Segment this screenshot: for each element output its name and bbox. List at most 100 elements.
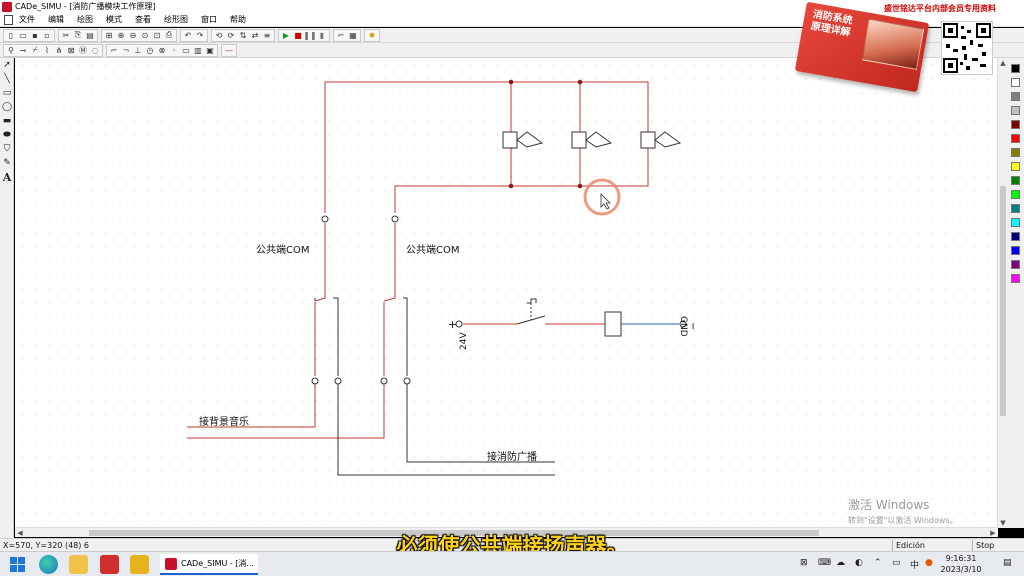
power-source-icon[interactable]: ⚲: [8, 45, 14, 55]
copy-icon[interactable]: ⎘: [74, 30, 82, 39]
color-swatch[interactable]: [1011, 78, 1020, 87]
pointer-icon[interactable]: ➚: [3, 60, 11, 70]
tray-volume-icon[interactable]: ◐: [855, 558, 863, 568]
fuse-icon[interactable]: ⊸: [19, 45, 27, 55]
pushbutton-icon[interactable]: ⊥: [134, 45, 142, 55]
motor-icon[interactable]: Ⓜ: [79, 45, 87, 55]
print-icon[interactable]: ⎙: [165, 30, 173, 39]
help-bulb-icon[interactable]: ✹: [368, 30, 376, 40]
color-swatch[interactable]: [1011, 134, 1020, 143]
box-icon[interactable]: ▣: [206, 45, 214, 55]
filled-ellipse-icon[interactable]: ⬬: [3, 130, 11, 140]
flip-icon[interactable]: ⇅: [239, 30, 247, 40]
contactor-icon[interactable]: ⋔: [55, 45, 63, 55]
zoom-page-icon[interactable]: ⊞: [105, 30, 113, 40]
horizontal-scroll-thumb[interactable]: [89, 530, 819, 536]
color-swatch[interactable]: [1011, 106, 1020, 115]
rotate-left-icon[interactable]: ⟲: [215, 30, 223, 40]
color-swatch[interactable]: [1011, 64, 1020, 73]
color-swatch[interactable]: [1011, 162, 1020, 171]
menu-graph[interactable]: 绘形图: [164, 15, 188, 24]
scroll-up-icon[interactable]: ▲: [1000, 59, 1006, 67]
save-icon[interactable]: ▪: [32, 30, 38, 40]
color-swatch[interactable]: [1011, 274, 1020, 283]
paste-icon[interactable]: ▤: [86, 30, 94, 40]
color-picker-icon[interactable]: ✎: [3, 158, 11, 168]
play-icon[interactable]: ▶: [282, 30, 290, 40]
line-icon[interactable]: ╲: [4, 74, 10, 84]
rectangle-icon[interactable]: ▭: [2, 88, 12, 98]
pause-icon[interactable]: ❚❚: [303, 30, 317, 40]
tray-input-icon[interactable]: ⌨: [818, 558, 831, 568]
contact-nc-icon[interactable]: ¬: [122, 45, 130, 55]
contact-no-icon[interactable]: ⌐: [110, 45, 118, 55]
start-icon[interactable]: [8, 555, 27, 574]
save-as-icon[interactable]: ▫: [44, 30, 50, 40]
zoom-window-icon[interactable]: ⊡: [153, 30, 161, 40]
drawing-canvas[interactable]: 公共端COM 公共端COM 接背景音乐 接消防广播 + 24V GND −: [15, 58, 998, 528]
menu-window[interactable]: 窗口: [201, 15, 217, 24]
menu-mode[interactable]: 模式: [106, 15, 122, 24]
menu-file[interactable]: 文件: [19, 15, 35, 24]
open-folder-icon[interactable]: ▭: [19, 30, 27, 40]
frame-icon[interactable]: ⌐: [337, 30, 345, 40]
lamp-icon[interactable]: ⊗: [158, 45, 166, 55]
horizontal-scrollbar[interactable]: ◀ ▶: [15, 527, 998, 537]
app-yellow-icon[interactable]: [130, 555, 149, 574]
edge-browser-icon[interactable]: [39, 555, 58, 574]
color-swatch[interactable]: [1011, 246, 1020, 255]
color-swatch[interactable]: [1011, 260, 1020, 269]
scroll-down-icon[interactable]: ▼: [1000, 519, 1006, 527]
relay-icon[interactable]: ⊠: [67, 45, 75, 55]
filled-rectangle-icon[interactable]: ▬: [2, 116, 12, 126]
color-swatch[interactable]: [1011, 204, 1020, 213]
tray-battery-icon[interactable]: ▭: [892, 558, 901, 568]
wire-icon[interactable]: —: [225, 45, 233, 55]
breaker-icon[interactable]: ⌇: [45, 45, 49, 55]
color-swatch[interactable]: [1011, 176, 1020, 185]
terminal-icon[interactable]: ◦: [171, 45, 177, 55]
zoom-out-icon[interactable]: ⊖: [129, 30, 137, 40]
color-swatch[interactable]: [1011, 190, 1020, 199]
vertical-scrollbar[interactable]: ▲ ▼: [997, 58, 1007, 528]
scroll-right-icon[interactable]: ▶: [990, 529, 996, 537]
zoom-in-icon[interactable]: ⊕: [117, 30, 125, 40]
autocad-icon[interactable]: [100, 555, 119, 574]
color-swatch[interactable]: [1011, 218, 1020, 227]
ime-indicator[interactable]: 中: [910, 561, 920, 571]
switch-icon[interactable]: ⌿: [32, 45, 38, 54]
menu-draw[interactable]: 绘图: [77, 15, 93, 24]
tray-app-icon[interactable]: ⊠: [800, 558, 808, 568]
file-explorer-icon[interactable]: [69, 555, 88, 574]
plc-icon[interactable]: ▥: [194, 45, 202, 55]
step-icon[interactable]: ▮: [319, 30, 325, 40]
coil-icon[interactable]: ▭: [182, 45, 190, 55]
new-file-icon[interactable]: ▯: [8, 30, 14, 40]
tray-sogou-icon[interactable]: ●: [925, 558, 933, 568]
align-icon[interactable]: ≡: [263, 30, 271, 40]
redo-icon[interactable]: ↷: [196, 30, 204, 40]
ellipse-icon[interactable]: ◯: [1, 102, 13, 112]
menu-view[interactable]: 查看: [135, 15, 151, 24]
rotate-right-icon[interactable]: ⟳: [227, 30, 235, 40]
timer-icon[interactable]: ◷: [146, 45, 154, 55]
taskbar-active-window[interactable]: CADe_SIMU - [消...: [160, 554, 258, 575]
color-swatch[interactable]: [1011, 120, 1020, 129]
mirror-icon[interactable]: ⇄: [251, 30, 259, 40]
cut-icon[interactable]: ✂: [62, 30, 70, 40]
sensor-icon[interactable]: ◌: [91, 45, 99, 55]
menu-edit[interactable]: 编辑: [48, 15, 64, 24]
fill-bucket-icon[interactable]: ⛉: [3, 144, 11, 154]
scroll-left-icon[interactable]: ◀: [17, 529, 23, 537]
undo-icon[interactable]: ↶: [184, 30, 192, 40]
color-swatch[interactable]: [1011, 232, 1020, 241]
color-swatch[interactable]: [1011, 92, 1020, 101]
text-tool-icon[interactable]: A: [2, 170, 12, 184]
tray-show-hidden-icon[interactable]: ⌃: [874, 558, 882, 568]
grid-icon[interactable]: ▦: [349, 30, 357, 40]
vertical-scroll-thumb[interactable]: [1000, 186, 1006, 416]
menu-help[interactable]: 帮助: [230, 15, 246, 24]
stop-icon[interactable]: ■: [294, 30, 302, 40]
notification-icon[interactable]: ▤: [1003, 558, 1012, 568]
tray-network-icon[interactable]: ☁: [836, 558, 845, 568]
